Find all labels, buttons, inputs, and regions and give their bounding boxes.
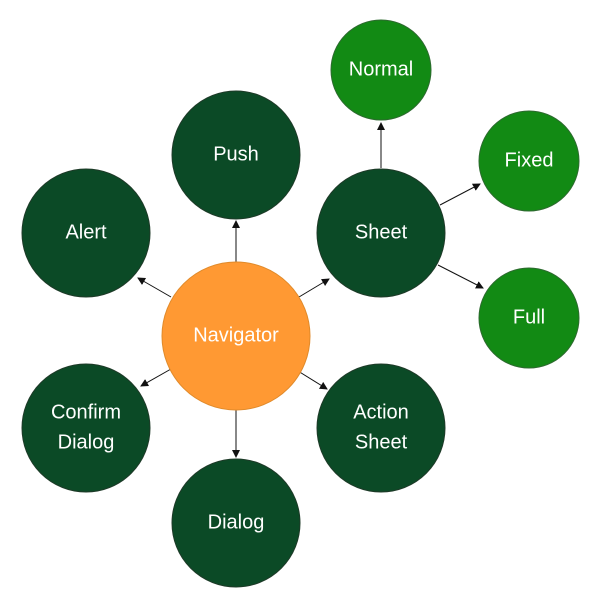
node-push: Push: [171, 90, 301, 220]
dialog-label: Dialog: [208, 511, 265, 533]
edge-navigator-alert: [137, 277, 172, 298]
action-sheet-label-line2: Sheet: [355, 431, 408, 453]
confirm-dialog-label-line2: Dialog: [58, 431, 115, 453]
node-navigator: Navigator: [161, 261, 311, 411]
node-action-sheet: Action Sheet: [316, 363, 446, 493]
full-circle: [478, 267, 580, 369]
edge-navigator-action-sheet: [297, 370, 328, 390]
edge-sheet-full: [437, 264, 484, 289]
confirm-dialog-circle: [21, 363, 151, 493]
sheet-circle: [316, 168, 446, 298]
action-sheet-label-line1: Action: [353, 401, 409, 423]
edge-navigator-sheet: [298, 278, 330, 298]
edge-navigator-confirm-dialog: [140, 368, 172, 387]
fixed-label: Fixed: [505, 149, 554, 171]
node-alert: Alert: [21, 168, 151, 298]
confirm-dialog-label-line1: Confirm: [51, 401, 121, 423]
node-normal: Normal: [330, 19, 432, 121]
fixed-circle: [478, 110, 580, 212]
alert-label: Alert: [65, 221, 107, 243]
sheet-label: Sheet: [355, 221, 408, 243]
push-label: Push: [213, 143, 259, 165]
edge-sheet-fixed: [439, 183, 481, 206]
navigator-label: Navigator: [193, 324, 279, 346]
push-circle: [171, 90, 301, 220]
navigator-circle: [161, 261, 311, 411]
action-sheet-circle: [316, 363, 446, 493]
node-full: Full: [478, 267, 580, 369]
node-confirm-dialog: Confirm Dialog: [21, 363, 151, 493]
normal-circle: [330, 19, 432, 121]
full-label: Full: [513, 306, 545, 328]
dialog-circle: [171, 458, 301, 588]
normal-label: Normal: [349, 58, 413, 80]
node-dialog: Dialog: [171, 458, 301, 588]
node-sheet: Sheet: [316, 168, 446, 298]
edges: [137, 122, 484, 458]
node-fixed: Fixed: [478, 110, 580, 212]
alert-circle: [21, 168, 151, 298]
